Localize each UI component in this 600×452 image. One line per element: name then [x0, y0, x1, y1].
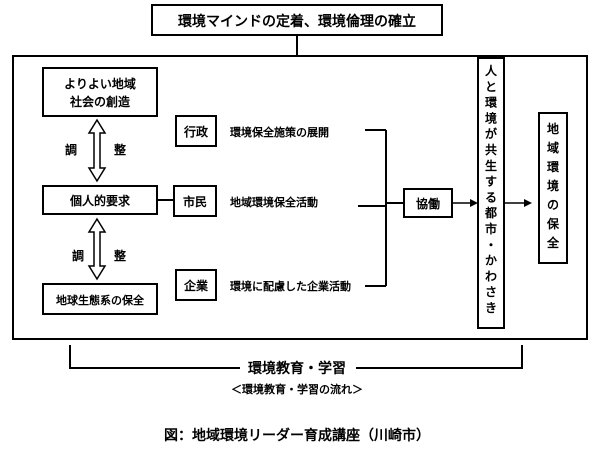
activity-administration: 環境保全施策の展開: [230, 125, 329, 139]
actor-box-administration: [175, 115, 217, 147]
actor-label-citizens: 市民: [183, 194, 207, 209]
activity-companies: 環境に配慮した企業活動: [230, 279, 351, 293]
regional-char: 保: [546, 216, 560, 231]
regional-char: 地: [547, 121, 559, 136]
individual-box: [42, 185, 158, 215]
ecosystem-text: 地球生態系の保全: [56, 293, 145, 307]
actor-box-citizens: [173, 185, 217, 217]
coexist-char: 境: [485, 110, 497, 125]
coexist-char: と: [485, 80, 497, 94]
regional-char: 境: [547, 178, 559, 193]
regional-preservation-box: [538, 112, 568, 264]
coexist-char: さ: [485, 285, 497, 299]
coexist-char: 市: [485, 221, 497, 236]
coexist-char: き: [485, 301, 497, 315]
arrow-to-regional-head: [524, 199, 532, 207]
society-line-1: よりよい地域: [64, 76, 136, 91]
regional-char: の: [547, 198, 559, 212]
adjust-arrow-top: [87, 118, 107, 183]
top-banner-text: 環境マインドの定着、環境倫理の確立: [178, 13, 416, 30]
society-line-2: 社会の創造: [69, 94, 131, 109]
education-label-bg: [240, 355, 356, 379]
top-banner-box: [151, 4, 443, 36]
arrow-to-coexist-head: [470, 199, 478, 207]
coexist-char: か: [485, 254, 497, 268]
actor-label-companies: 企業: [183, 278, 209, 293]
flow-caption: ＜環境教育・学習の流れ＞: [231, 382, 363, 396]
regional-char: 全: [546, 235, 560, 250]
regional-char: 域: [547, 140, 559, 155]
education-label: 環境教育・学習: [248, 360, 346, 377]
individual-text: 個人的要求: [69, 193, 131, 208]
coexist-char: 共: [485, 142, 497, 157]
actor-label-administration: 行政: [183, 124, 209, 139]
coexist-char: が: [485, 126, 497, 141]
coexist-city-box: [477, 57, 505, 329]
coexist-char: 環: [485, 96, 498, 110]
coexist-char: ・: [485, 238, 497, 252]
activity-citizens: 地域環境保全活動: [230, 195, 318, 209]
coexist-char: 生: [485, 158, 497, 173]
coexist-char: す: [485, 175, 497, 189]
coexist-char: わ: [485, 269, 497, 283]
adjust-top-left: 調: [65, 142, 77, 157]
adjust-bottom-right: 整: [113, 248, 126, 263]
collaboration-box: [403, 188, 453, 218]
ecosystem-box: [42, 283, 158, 315]
adjust-bottom-left: 調: [72, 248, 84, 263]
actor-box-companies: [175, 269, 217, 301]
coexist-char: 人: [485, 63, 498, 78]
figure-caption: 図：地域環境リーダー育成講座（川崎市）: [164, 427, 430, 444]
society-box: [42, 67, 158, 117]
coexist-char: 都: [484, 205, 497, 220]
coexist-char: る: [485, 190, 497, 204]
adjust-arrow-bottom: [87, 217, 107, 281]
adjust-top-right: 整: [113, 142, 126, 157]
collaboration-text: 協働: [416, 196, 440, 211]
regional-char: 環: [547, 160, 560, 174]
